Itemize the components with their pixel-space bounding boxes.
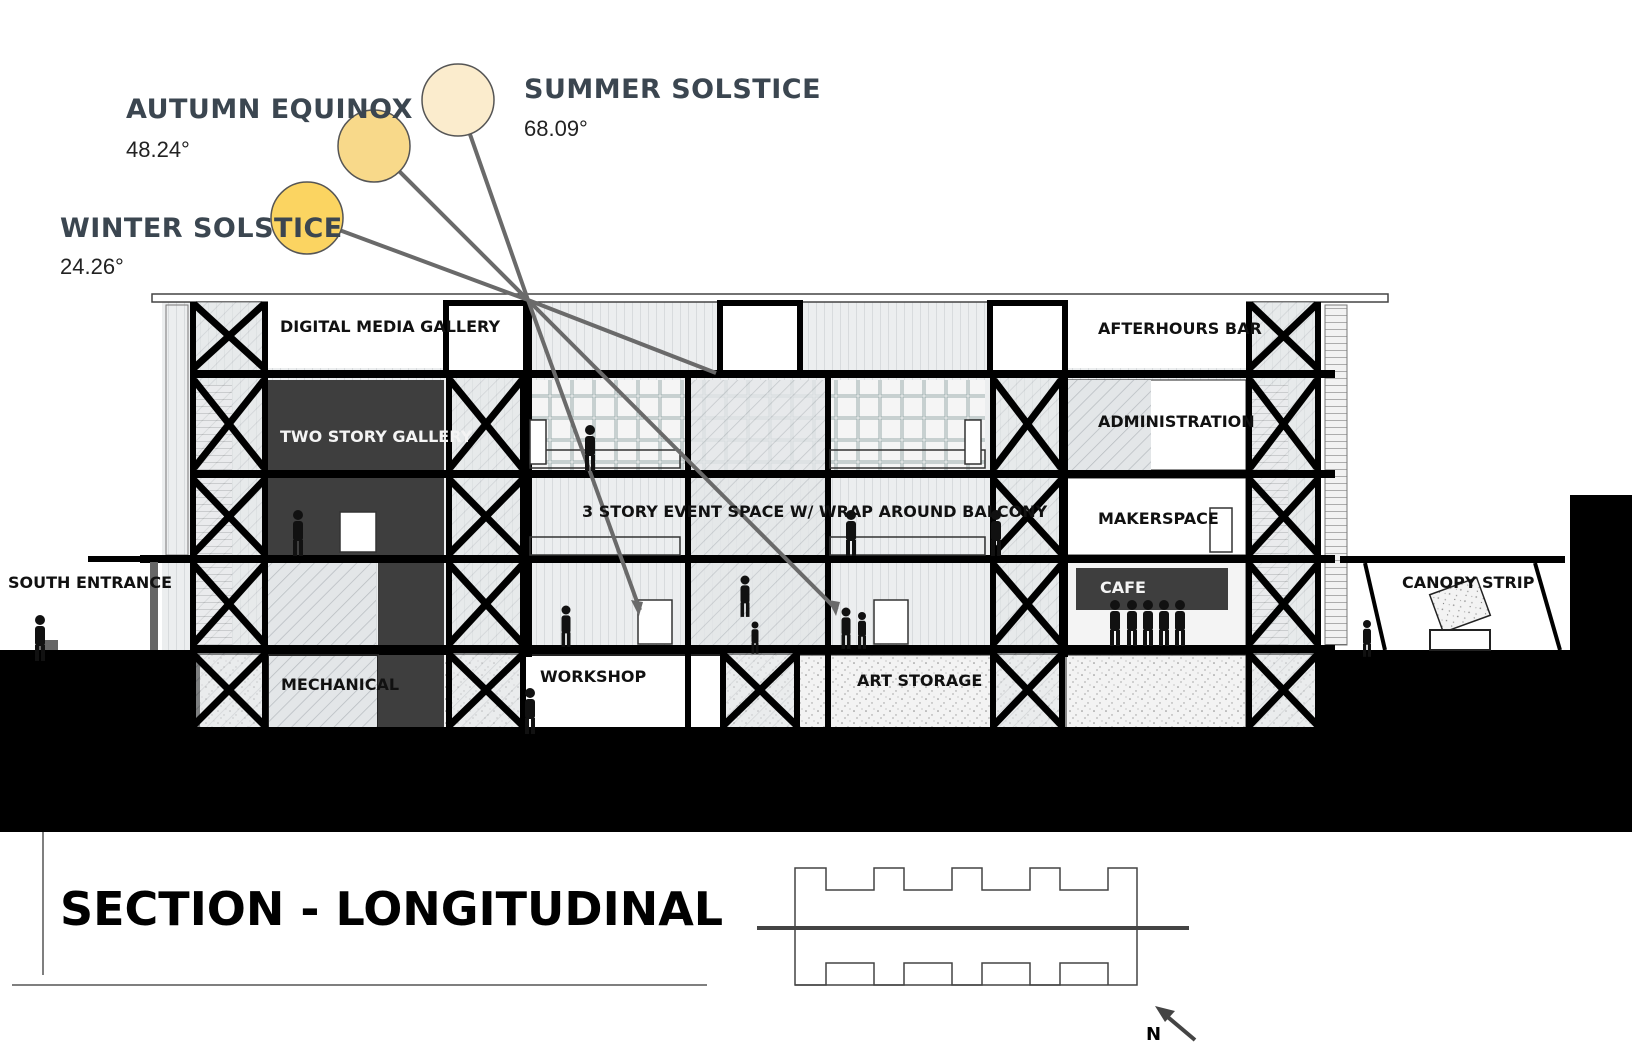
braced-bay: [990, 562, 1065, 646]
person-silhouette: [751, 621, 759, 654]
admin-glazing: [1066, 380, 1151, 470]
basement-storage: [1065, 654, 1247, 731]
person-silhouette: [846, 510, 856, 556]
braced-bay: [190, 652, 268, 728]
roof-frame-right: [987, 300, 1068, 376]
person-silhouette: [35, 615, 45, 661]
braced-bay: [190, 377, 268, 471]
label-afterhours-bar: AFTERHOURS BAR: [1098, 319, 1262, 338]
braced-bay: [446, 477, 526, 556]
braced-bay: [446, 377, 526, 471]
braced-bay: [1246, 652, 1321, 728]
canopy-strip-structure: [1340, 556, 1565, 651]
label-cafe: CAFE: [1100, 578, 1146, 597]
person-silhouette: [561, 605, 571, 647]
summer-solstice-sun-icon: [421, 63, 495, 137]
steel-column: [1062, 302, 1068, 657]
person-silhouette: [1175, 600, 1185, 646]
braced-bay: [446, 562, 526, 646]
winter-solstice-label: WINTER SOLSTICE: [60, 213, 343, 244]
summer-solstice-label: SUMMER SOLSTICE: [524, 74, 821, 105]
north-label: N: [1146, 1024, 1161, 1045]
braced-bay: [1246, 301, 1321, 371]
mech-lower-dark: [378, 655, 444, 730]
sun-ray: [306, 216, 529, 302]
braced-bay: [1246, 562, 1321, 646]
roof-frame-left: [443, 300, 529, 376]
label-south-entrance: SOUTH ENTRANCE: [8, 573, 172, 592]
people-silhouettes: [35, 425, 1371, 734]
steel-braced-frames: [190, 301, 1321, 728]
braced-bay: [190, 477, 268, 556]
person-silhouette: [1143, 600, 1153, 646]
doors: [339, 419, 1233, 645]
braced-bay: [990, 377, 1065, 471]
label-workshop: WORKSHOP: [540, 667, 646, 686]
sun-ray: [526, 298, 839, 612]
person-silhouette: [1127, 600, 1137, 646]
ray-arrowhead: [631, 600, 643, 616]
braced-bay: [190, 562, 268, 646]
ray-arrowhead: [828, 600, 840, 616]
sun-rays: [306, 99, 840, 616]
sun-ray: [527, 298, 717, 375]
afterhours-bar-room: [1066, 300, 1246, 368]
steel-column: [685, 373, 691, 728]
person-silhouette: [740, 575, 750, 617]
right-neighbor-wall: [1570, 495, 1632, 650]
label-event-space: 3 STORY EVENT SPACE W/ WRAP AROUND BALCO…: [582, 502, 1048, 521]
label-art-storage: ART STORAGE: [857, 671, 982, 690]
left-facade-panel: [165, 304, 189, 556]
winter-solstice-angle: 24.26°: [60, 254, 124, 279]
steel-column: [526, 302, 532, 657]
label-two-story-gallery: TWO STORY GALLERY: [280, 427, 473, 446]
label-administration: ADMINISTRATION: [1098, 412, 1255, 431]
north-arrow-icon: [1155, 1006, 1197, 1042]
person-silhouette: [585, 425, 595, 471]
braced-bay: [190, 301, 268, 371]
roof-frame-mid: [717, 300, 803, 376]
digital-media-room: [268, 300, 446, 368]
steel-column: [825, 373, 831, 728]
art-storage-room: [794, 654, 994, 731]
braced-bay: [990, 652, 1065, 728]
person-silhouette: [525, 688, 535, 734]
braced-bay: [1246, 477, 1321, 556]
balcony-railings: [529, 449, 986, 556]
person-silhouette: [991, 510, 1001, 556]
key-plan: [794, 867, 1138, 986]
label-mechanical: MECHANICAL: [281, 675, 399, 694]
autumn-equinox-label: AUTUMN EQUINOX: [126, 94, 413, 125]
gallery-dark-column: [378, 555, 444, 650]
person-silhouette: [858, 612, 866, 649]
stair-core: [685, 380, 825, 650]
person-silhouette: [841, 607, 851, 649]
braced-bay: [1246, 377, 1321, 471]
sun-ray: [526, 299, 642, 611]
label-canopy-strip: CANOPY STRIP: [1402, 573, 1535, 592]
autumn-equinox-angle: 48.24°: [126, 137, 190, 162]
braced-bay: [446, 652, 526, 728]
floor-slabs: [140, 370, 1335, 733]
south-entrance-canopy: [38, 556, 200, 650]
person-silhouette: [1363, 620, 1371, 657]
person-silhouette: [1159, 600, 1169, 646]
label-digital-media-gallery: DIGITAL MEDIA GALLERY: [280, 317, 500, 336]
autumn-equinox-sun-icon: [337, 109, 411, 183]
drawing-title: SECTION - LONGITUDINAL: [60, 882, 723, 936]
person-silhouette: [293, 510, 303, 556]
winter-solstice-sun-icon: [270, 181, 344, 255]
braced-bay: [720, 652, 800, 728]
gallery-lower-glazing: [268, 560, 376, 645]
summer-solstice-angle: 68.09°: [524, 116, 588, 141]
label-makerspace: MAKERSPACE: [1098, 509, 1219, 528]
person-silhouette: [1110, 600, 1120, 646]
